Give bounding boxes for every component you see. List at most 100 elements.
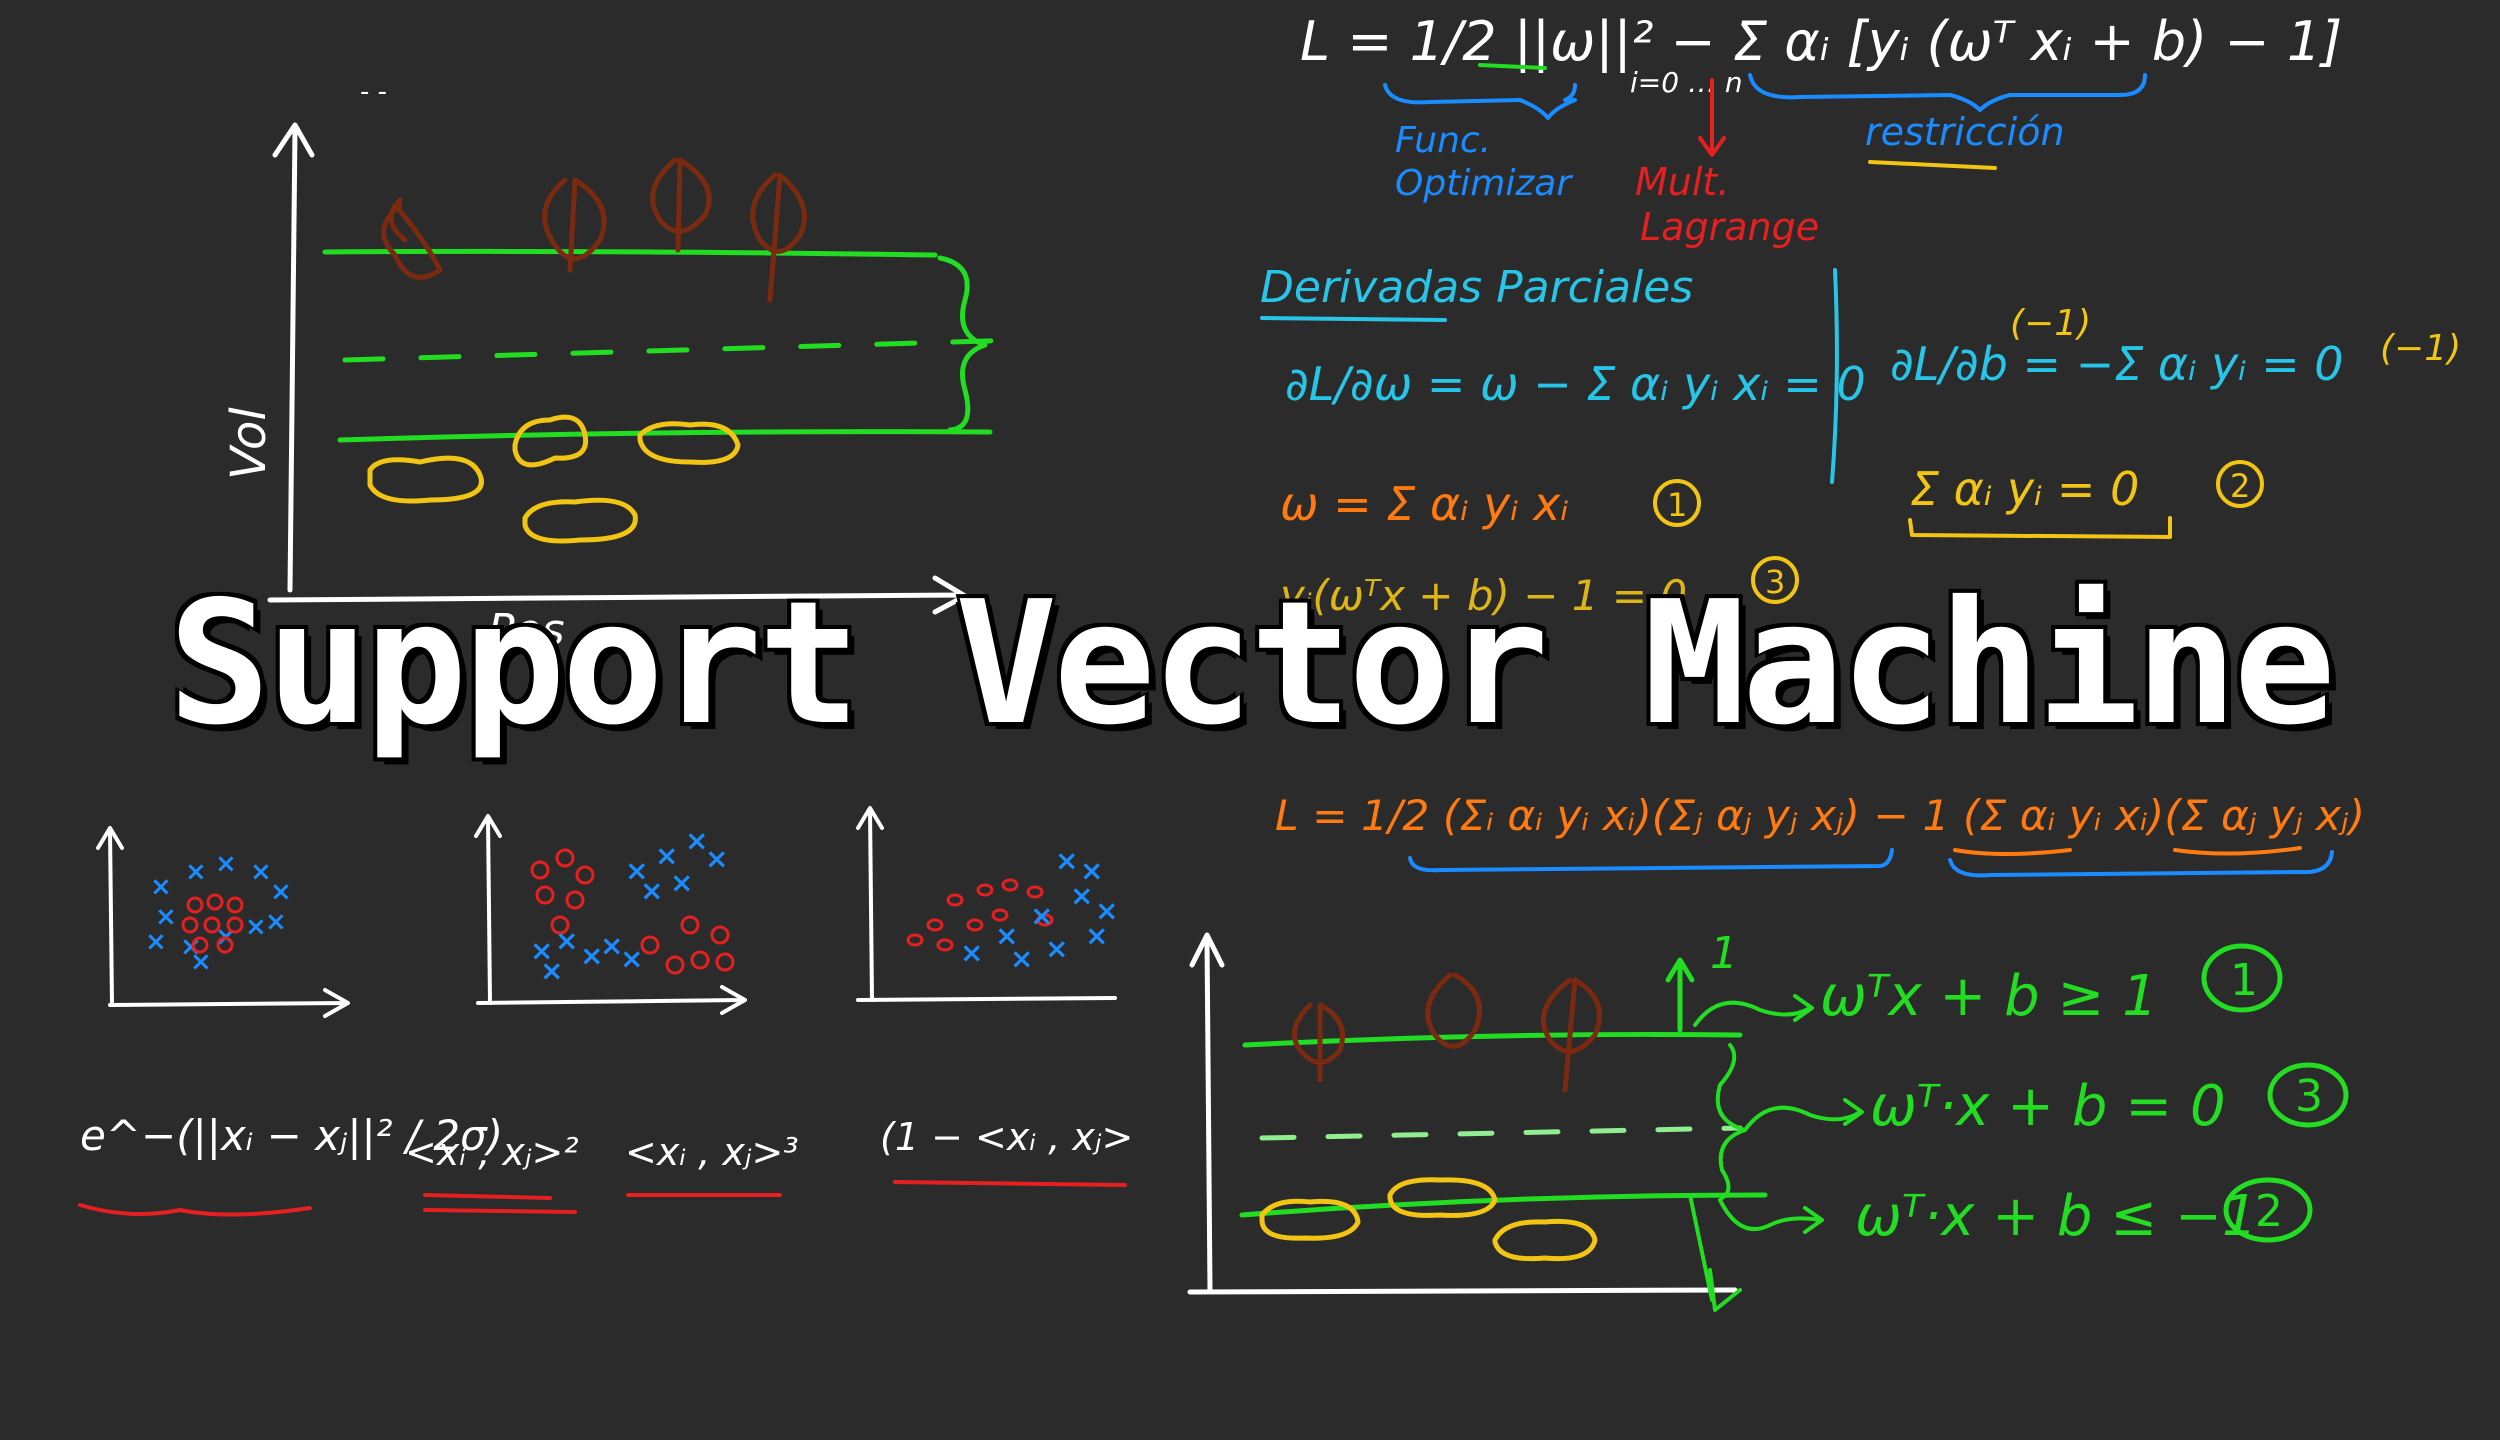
top-left-plot: - - Vol Pes	[221, 77, 1023, 656]
lower-margin-line	[337, 429, 993, 443]
yellow-point	[1259, 1198, 1361, 1241]
dL-db-factor-b: (−1)	[2380, 328, 2461, 369]
eq-bot-number: 2	[2255, 1186, 2283, 1237]
kernels-section: e^−(||xᵢ − xⱼ||² / 2σ) <xᵢ , xⱼ>² <xᵢ , …	[78, 1111, 1133, 1217]
margin-arrow	[1665, 957, 1695, 1033]
kernel-poly2: <xᵢ , xⱼ>²	[405, 1130, 579, 1174]
blue-point: ×	[1030, 899, 1053, 932]
eq-bot-circle	[2223, 1177, 2313, 1243]
func-label-2: Optimizar	[1395, 163, 1573, 204]
hyperplane-dashed	[342, 337, 1023, 363]
dual-section: L = 1/2 (Σᵢ αᵢ yᵢ xᵢ)(Σⱼ αⱼ yⱼ xⱼ) − 1 (…	[1275, 791, 2365, 878]
restriction-label: restricción	[1865, 110, 2065, 154]
red-point	[966, 918, 984, 932]
dual-formula: L = 1/2 (Σᵢ αᵢ yᵢ xᵢ)(Σⱼ αⱼ yⱼ xⱼ) − 1 (…	[1275, 791, 2365, 840]
eq-top-number: 1	[2230, 955, 2258, 1006]
red-point	[191, 936, 209, 954]
red-point	[216, 936, 234, 954]
sum-result-equation: Σ αᵢ yᵢ = 0	[1910, 462, 2139, 516]
blue-point: ×	[530, 934, 553, 967]
dual-underline	[1953, 846, 2302, 856]
yellow-point	[1387, 1177, 1498, 1218]
yellow-point	[512, 414, 589, 468]
blue-point: ×	[145, 927, 167, 957]
red-point	[926, 918, 944, 932]
eq-mid-arrow	[1743, 1098, 1864, 1132]
y-axis-label: Vol	[221, 407, 277, 480]
hidden-eq-number: 3	[1765, 563, 1785, 601]
eq-mid: ωᵀ·x + b = 0	[1870, 1074, 2226, 1139]
eq-top-circle	[2201, 943, 2283, 1013]
scatter-plot-1: ×× ×× ×× ×× ×× ××	[96, 826, 350, 1018]
red-point	[710, 925, 730, 945]
red-point	[535, 885, 555, 905]
yellow-point	[637, 421, 741, 465]
red-point	[665, 955, 685, 975]
blue-point: ×	[600, 929, 623, 962]
red-point	[575, 865, 595, 885]
margin-hyperplane	[1259, 1125, 1743, 1141]
eq-bot-arrow	[1718, 1198, 1824, 1234]
sum-limits: i=0 … n	[1630, 66, 1743, 99]
mult-label-2: Lagrange	[1640, 205, 1819, 249]
scatter-plot-3: ×× ×× ×× ×× ××	[856, 806, 1118, 1002]
red-point	[181, 916, 199, 934]
sum-result-bracket	[1908, 516, 2172, 539]
lagrangian-section: L = 1/2 ||ω||² − Σ αᵢ [yᵢ (ωᵀ xᵢ + b) − …	[1300, 10, 2342, 249]
margin-lower-line	[1239, 1192, 1768, 1218]
eq-top: ωᵀx + b ≥ 1	[1820, 964, 2158, 1029]
red-point	[530, 860, 550, 880]
red-point	[640, 935, 660, 955]
red-point	[1026, 885, 1044, 899]
blue-point: ×	[555, 924, 578, 957]
blue-point: ×	[960, 936, 983, 969]
red-point	[565, 890, 585, 910]
dL-dw-equation: ∂L/∂ω = ω − Σ αᵢ yᵢ xᵢ = 0	[1285, 357, 1866, 411]
eq-mid-number: 3	[2295, 1071, 2323, 1122]
red-point	[1001, 878, 1019, 892]
blue-point: ×	[250, 857, 272, 887]
brown-point	[650, 157, 712, 253]
blue-point: ×	[1055, 844, 1078, 877]
blue-point: ×	[1045, 932, 1068, 965]
blue-point: ×	[245, 912, 267, 942]
margin-down-tick	[1688, 1193, 1714, 1302]
x-axis-label: Pes	[488, 605, 565, 656]
red-point	[186, 896, 204, 914]
blue-point: ×	[640, 874, 663, 907]
eq-mid-circle	[2267, 1062, 2349, 1128]
brown-point	[750, 172, 807, 303]
dual-brace-1	[1408, 848, 1894, 873]
red-point	[715, 952, 735, 972]
underline-main	[1478, 63, 1547, 70]
eq-top-arrow	[1693, 994, 1814, 1027]
red-point	[946, 893, 964, 907]
blue-point: ×	[215, 849, 237, 879]
upper-margin-line	[322, 248, 938, 258]
margin-brace	[1715, 1043, 1747, 1200]
dL-db-factor-a: (−1)	[2010, 303, 2091, 344]
brown-point	[1425, 972, 1482, 1049]
brown-point	[1540, 977, 1602, 1093]
kernel-underline	[893, 1180, 1127, 1187]
yellow-point	[522, 497, 638, 544]
kernel-poly3: <xᵢ , xⱼ>³	[625, 1130, 799, 1174]
blue-point: ×	[685, 824, 708, 857]
blue-point: ×	[265, 907, 287, 937]
red-point	[203, 916, 221, 934]
blue-point: ×	[270, 877, 292, 907]
kernel-underline	[423, 1193, 577, 1214]
red-point	[550, 915, 570, 935]
brown-point	[1291, 1002, 1345, 1083]
brown-point	[542, 177, 607, 273]
red-point	[690, 950, 710, 970]
margin-arrow-label: 1	[1710, 928, 1738, 979]
blue-point: ×	[620, 942, 643, 975]
kernel-other: (1 − <xᵢ , xⱼ>	[880, 1115, 1133, 1159]
lagrangian-formula: L = 1/2 ||ω||² − Σ αᵢ [yᵢ (ωᵀ xᵢ + b) − …	[1300, 10, 2342, 73]
red-point	[226, 916, 244, 934]
red-point	[206, 893, 224, 911]
mult-arrow	[1698, 78, 1726, 157]
brown-class-points	[381, 157, 807, 303]
